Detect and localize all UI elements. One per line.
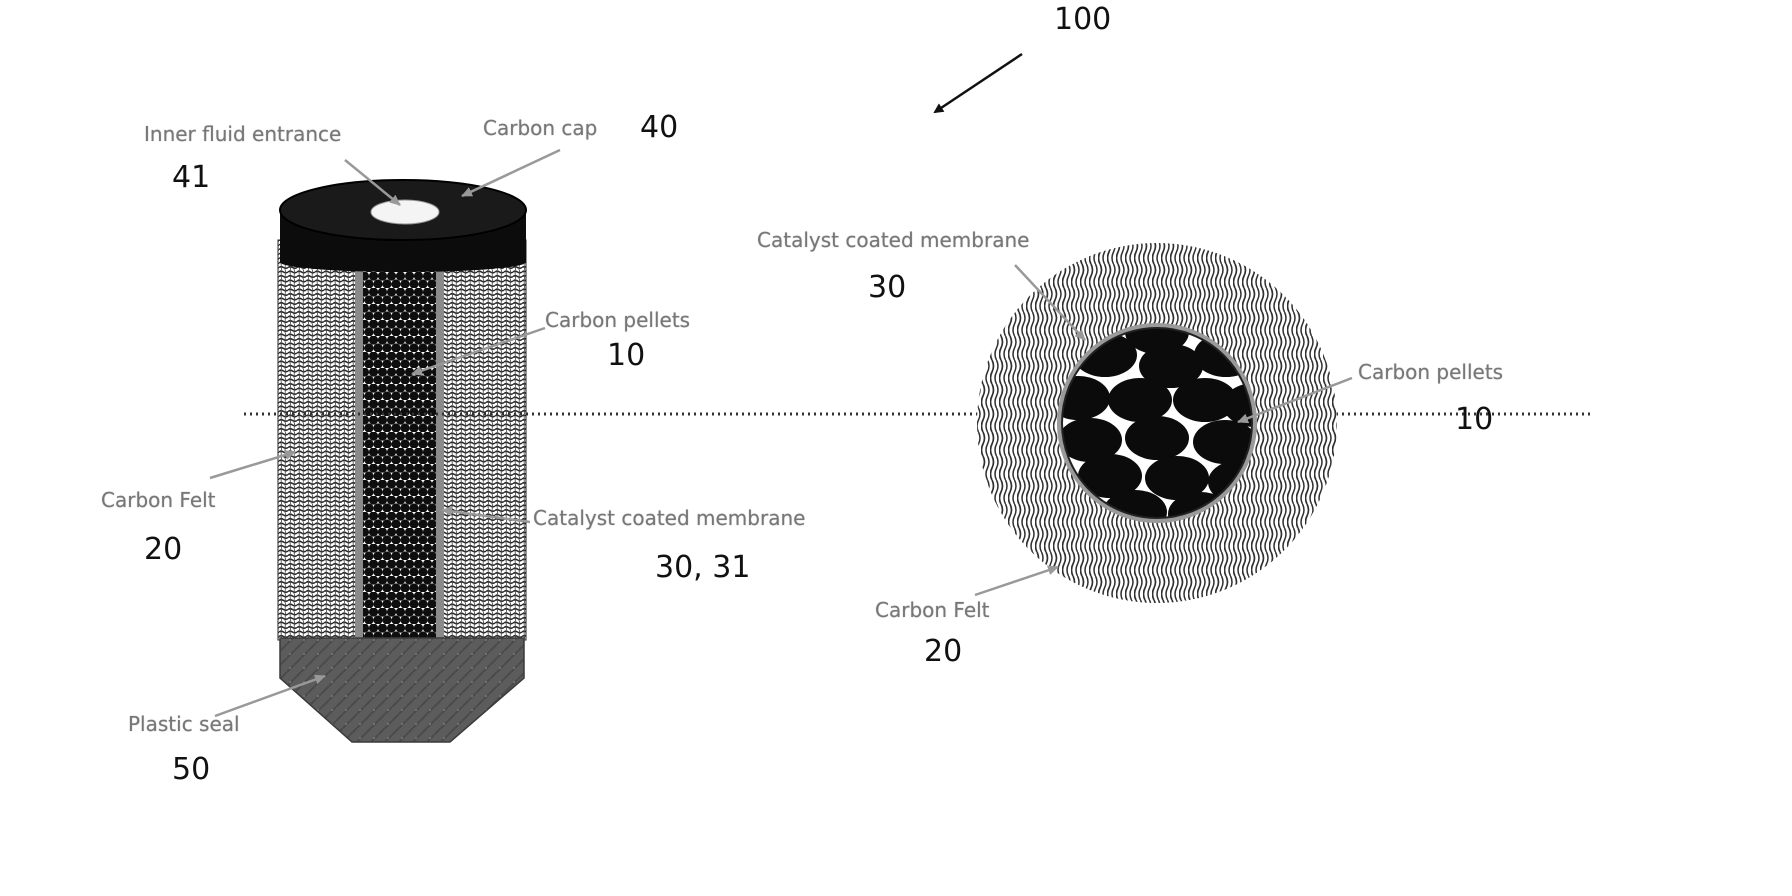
ref-inner-fluid-entrance: 41 xyxy=(172,160,210,195)
label-carbon-felt-left: Carbon Felt xyxy=(101,488,216,512)
figure-number: 100 xyxy=(1054,2,1111,37)
label-inner-fluid-entrance: Inner fluid entrance xyxy=(144,122,341,146)
ref-carbon-pellets-left: 10 xyxy=(607,338,645,373)
inner-fluid-entrance-hole xyxy=(371,200,439,224)
ref-carbon-pellets-right: 10 xyxy=(1455,402,1493,437)
carbon-pellet-core xyxy=(363,252,436,638)
label-membrane-right: Catalyst coated membrane xyxy=(757,228,1029,252)
ref-carbon-cap: 40 xyxy=(640,110,678,145)
leader-carbon-felt-right xyxy=(975,567,1058,595)
label-plastic-seal: Plastic seal xyxy=(128,712,240,736)
ref-carbon-felt-right: 20 xyxy=(924,634,962,669)
cross-section xyxy=(977,243,1337,603)
figure-reference-arrow xyxy=(935,54,1022,112)
leader-carbon-cap xyxy=(462,150,560,196)
ref-membrane-left: 30, 31 xyxy=(655,550,750,585)
label-carbon-felt-right: Carbon Felt xyxy=(875,598,990,622)
catalyst-membrane-right-strip xyxy=(436,252,444,638)
label-carbon-pellets-left: Carbon pellets xyxy=(545,308,690,332)
plastic-seal xyxy=(280,638,524,742)
label-membrane-left: Catalyst coated membrane xyxy=(533,506,805,530)
catalyst-membrane-left-strip xyxy=(355,252,363,638)
label-carbon-cap: Carbon cap xyxy=(483,116,597,140)
carbon-cap-bottom xyxy=(280,252,526,272)
cylindrical-electrode xyxy=(278,180,526,742)
ref-membrane-right: 30 xyxy=(868,270,906,305)
ref-carbon-felt-left: 20 xyxy=(144,532,182,567)
ref-plastic-seal: 50 xyxy=(172,752,210,787)
label-carbon-pellets-right: Carbon pellets xyxy=(1358,360,1503,384)
